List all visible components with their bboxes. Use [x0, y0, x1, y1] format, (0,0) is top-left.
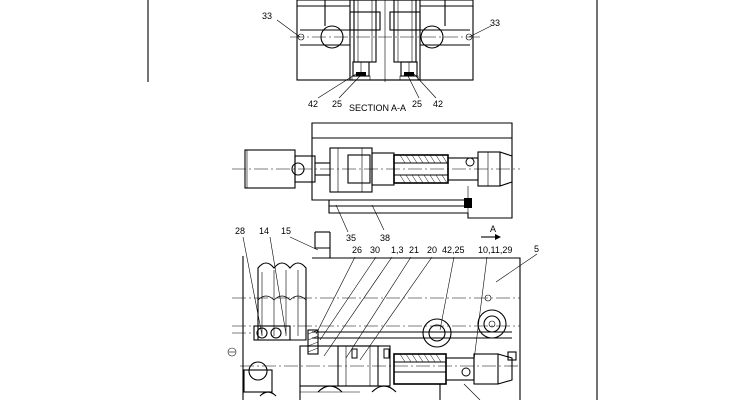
callout-14: 14 — [259, 226, 269, 236]
section-a-a-leaders — [276, 19, 492, 99]
callout-28: 28 — [235, 226, 245, 236]
view-arrow-label: A — [490, 224, 496, 234]
callout-33-left: 33 — [262, 11, 272, 21]
callout-5: 5 — [534, 244, 539, 254]
callout-15: 15 — [281, 226, 291, 236]
section-a-a-view — [290, 0, 480, 82]
callout-35: 35 — [346, 233, 356, 243]
section-title: SECTION A-A — [349, 103, 406, 113]
callout-20: 20 — [427, 245, 437, 255]
callout-42-25: 42,25 — [442, 245, 465, 255]
callout-33-right: 33 — [490, 18, 500, 28]
callout-42-right: 42 — [433, 99, 443, 109]
callout-25-right: 25 — [412, 99, 422, 109]
callout-30: 30 — [370, 245, 380, 255]
callout-25-left: 25 — [332, 99, 342, 109]
lower-view-leaders — [242, 236, 538, 361]
middle-view-leaders — [335, 204, 385, 233]
callout-1-3: 1,3 — [391, 245, 404, 255]
callout-26: 26 — [352, 245, 362, 255]
callout-38: 38 — [380, 233, 390, 243]
view-arrow-a — [481, 234, 501, 240]
middle-spool-view — [232, 122, 520, 219]
lower-valve-body — [227, 231, 521, 400]
callout-10-11-29: 10,11,29 — [478, 245, 512, 255]
callout-42-left: 42 — [308, 99, 318, 109]
callout-21: 21 — [409, 245, 419, 255]
